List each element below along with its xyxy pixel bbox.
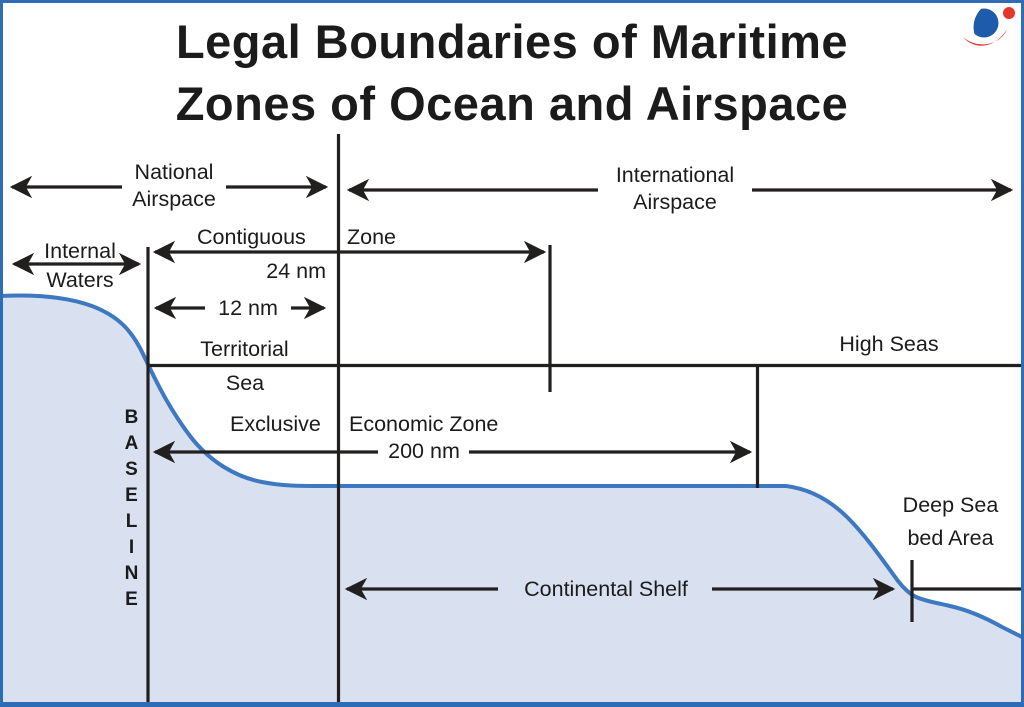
deep-sea-bed-label: Deep Sea bed Area [902, 493, 999, 550]
contiguous-label: Contiguous [197, 225, 306, 249]
national-airspace-label: National Airspace [132, 160, 216, 211]
dimension-arrows [9, 175, 1014, 601]
economic-zone-label: Economic Zone [349, 412, 499, 436]
high-seas-label: High Seas [839, 332, 939, 356]
baseline-label: BASELINE [121, 407, 142, 615]
exclusive-label: Exclusive [230, 412, 321, 436]
sea-surface-line [0, 293, 1024, 639]
sea-fill-shape [0, 295, 1022, 707]
internal-waters-label: Internal Waters [44, 239, 116, 292]
12nm-label: 12 nm [218, 296, 278, 320]
contiguous-zone-word-label: Zone [347, 225, 397, 249]
territorial-label: Territorial [200, 337, 289, 361]
boundary-lines [146, 134, 1022, 707]
24nm-label: 24 nm [266, 259, 326, 283]
continental-shelf-label: Continental Shelf [524, 577, 688, 601]
brand-logo-icon [963, 4, 1015, 46]
200nm-label: 200 nm [388, 439, 460, 463]
sea-profile [0, 293, 1024, 707]
logo-globe-icon [969, 8, 999, 38]
territorial-sea-word-label: Sea [225, 371, 265, 395]
logo-red-dot-icon [1003, 7, 1015, 19]
logo-swoosh-cutout [966, 4, 987, 36]
page-title-line2: Zones of Ocean and Airspace [175, 77, 849, 130]
international-airspace-label: International Airspace [615, 163, 735, 214]
page-title-line1: Legal Boundaries of Maritime [175, 15, 849, 68]
